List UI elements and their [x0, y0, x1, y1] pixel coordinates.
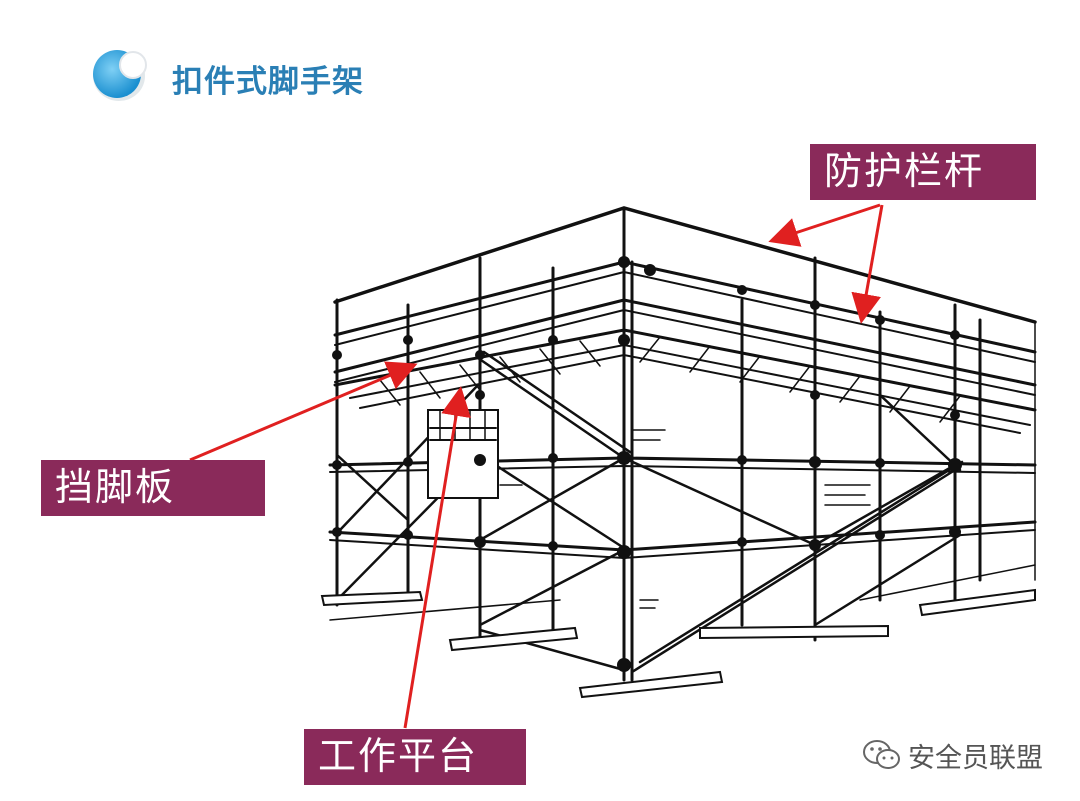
- wechat-icon: [863, 740, 900, 769]
- arrow-railing-top: [768, 203, 881, 247]
- label-work-platform: 工作平台: [304, 729, 526, 785]
- annotation-arrows: [189, 203, 884, 729]
- arrow-work-platform: [403, 386, 471, 729]
- scaffold-line-art: [320, 206, 1037, 699]
- arrow-railing-side: [851, 204, 884, 324]
- label-guard-railing: 防护栏杆: [810, 144, 1036, 200]
- bullet-circle-icon: [93, 50, 147, 101]
- arrow-toe-board: [189, 361, 418, 462]
- watermark: 安全员联盟: [862, 735, 1043, 775]
- watermark-text: 安全员联盟: [908, 742, 1043, 774]
- label-toe-board: 挡脚板: [41, 460, 265, 516]
- page-title: 扣件式脚手架: [172, 64, 364, 100]
